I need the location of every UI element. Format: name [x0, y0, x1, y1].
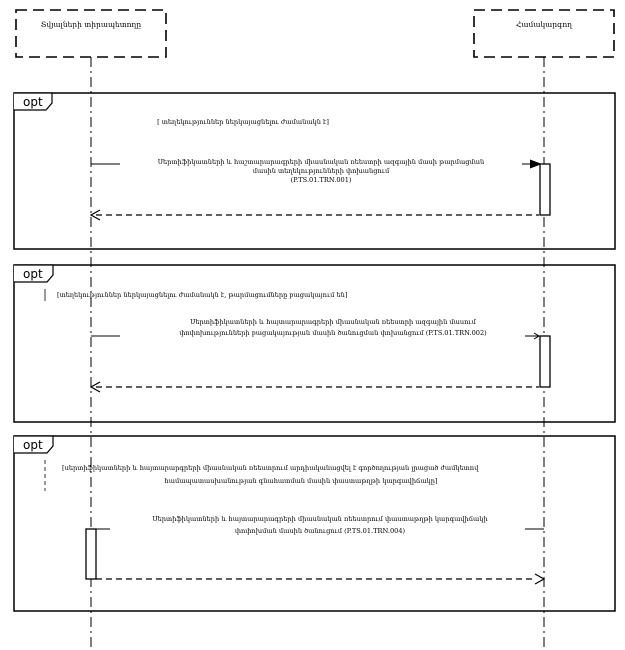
activation-bar [539, 163, 551, 216]
lifeline-head-data-owner [15, 9, 167, 58]
fragment-operator: opt [23, 95, 43, 109]
return-arrowhead [534, 573, 546, 585]
message-label-bg [120, 157, 522, 185]
fragment-frame [13, 92, 616, 250]
fragment-frame [13, 435, 616, 612]
fragment-operator: opt [23, 267, 43, 281]
return-arrowhead [89, 381, 101, 393]
fragment-tab [14, 92, 53, 111]
message-label: Սերտիֆիկատների և հայտարարագրերի միասնակա… [152, 515, 487, 523]
lifeline-head-coordinator [473, 9, 615, 58]
message-label: Սերտիֆիկատների և հաշտարարագրերի միասնակա… [158, 158, 485, 166]
message-label: մասին տեղեկությունների փոխանցում [253, 167, 390, 175]
return-arrowhead [89, 209, 101, 221]
fragment-tab [14, 435, 54, 454]
lifeline-label-data-owner: Տվյալների տիրապետողը [41, 20, 141, 29]
message-label: Սերտիֆիկատների և հայտարարագրերի միասնակա… [190, 318, 476, 326]
message-label: փոփոխման մասին ծանուցում (P.TS.01.TRN.00… [235, 527, 406, 535]
activation-bar [539, 335, 551, 388]
message-arrowhead [533, 332, 540, 340]
opt-fragment-1: opt [ տեղեկություններ ներկայացնելու ժամա… [13, 92, 616, 250]
message-arrowhead [530, 159, 542, 169]
opt-fragment-2: opt [տեղեկություններ ներկայացնելու ժաման… [13, 264, 616, 423]
fragment-guard: [տեղեկություններ ներկայացնելու ժամանակն … [57, 291, 347, 299]
lifeline-label-coordinator: Համակարգող [516, 20, 573, 29]
message-label: (P.TS.01.TRN.001) [291, 176, 352, 184]
fragment-tab [14, 264, 54, 283]
opt-fragment-3: opt [սերտիֆիկատների և հայտարարգրերի միաս… [13, 435, 616, 612]
fragment-frame [13, 264, 616, 423]
activation-bar [85, 528, 97, 580]
fragment-operator: opt [23, 438, 43, 452]
fragment-guard: [ տեղեկություններ ներկայացնելու ժամանակն… [157, 118, 329, 126]
fragment-guard: [սերտիֆիկատների և հայտարարգրերի միասնակա… [62, 464, 479, 472]
message-label: փոփոխությունների բացակայության մասին ծան… [179, 329, 487, 337]
fragment-guard: համապատասխանության գնահատման մասին փաստա… [165, 477, 438, 485]
